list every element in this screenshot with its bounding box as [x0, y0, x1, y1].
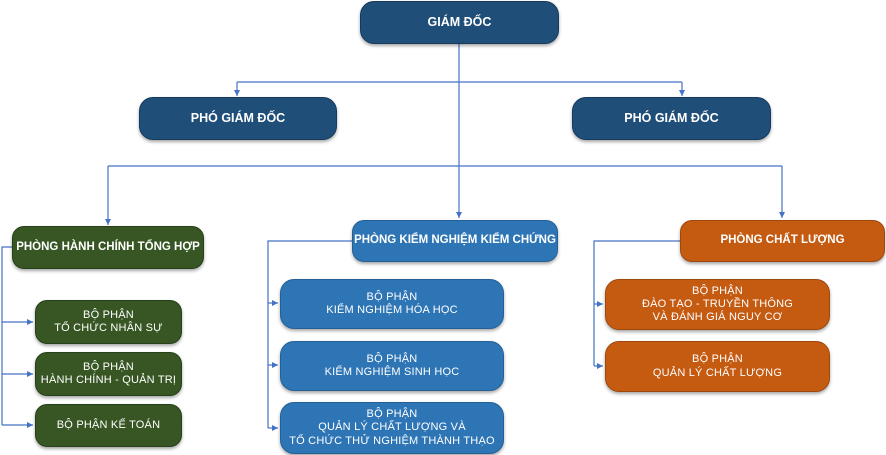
- quality-department-box: PHÒNG CHẤT LƯỢNG: [680, 220, 885, 262]
- admin-department-box: PHÒNG HÀNH CHÍNH TỔNG HỢP: [12, 226, 204, 269]
- admin-unit-administration-line1: BỘ PHẬN: [83, 360, 134, 373]
- admin-unit-personnel-line1: BỘ PHẬN: [83, 308, 134, 321]
- deputy-director-right-box: PHÓ GIÁM ĐỐC: [572, 97, 771, 140]
- testing-unit-chemistry: BỘ PHẬN KIỂM NGHIỆM HÓA HỌC: [280, 279, 504, 329]
- quality-unit-training-line2: ĐÀO TẠO - TRUYỀN THÔNG: [641, 297, 794, 310]
- testing-unit-biology-line1: BỘ PHẬN: [366, 352, 418, 365]
- testing-unit-quality-proficiency-line3: TỔ CHỨC THỬ NGHIỆM THÀNH THẠO: [289, 434, 495, 447]
- quality-unit-quality-management-line1: BỘ PHẬN: [692, 353, 743, 366]
- quality-unit-quality-management-line2: QUẢN LÝ CHẤT LƯỢNG: [652, 366, 783, 379]
- admin-department-title: PHÒNG HÀNH CHÍNH TỔNG HỢP: [16, 240, 200, 253]
- deputy-director-left-box: PHÓ GIÁM ĐỐC: [139, 97, 337, 140]
- deputy-director-left-label: PHÓ GIÁM ĐỐC: [190, 111, 286, 125]
- quality-department-title: PHÒNG CHẤT LƯỢNG: [720, 234, 845, 247]
- deputy-director-right-label: PHÓ GIÁM ĐỐC: [624, 111, 719, 125]
- director-label: GIÁM ĐỐC: [427, 15, 492, 29]
- admin-unit-accounting: BỘ PHẬN KẾ TOÁN: [35, 404, 182, 447]
- testing-unit-quality-proficiency-line2: QUẢN LÝ CHẤT LƯỢNG VÀ: [318, 421, 466, 434]
- admin-unit-accounting-line1: BỘ PHẬN KẾ TOÁN: [56, 418, 161, 431]
- admin-unit-personnel: BỘ PHẬN TỔ CHỨC NHÂN SỰ: [35, 300, 182, 344]
- director-box: GIÁM ĐỐC: [360, 1, 559, 44]
- quality-unit-training-line3: VÀ ĐÁNH GIÁ NGUY CƠ: [652, 311, 783, 324]
- admin-unit-personnel-line2: TỔ CHỨC NHÂN SỰ: [54, 322, 163, 334]
- testing-unit-biology-line2: KIỂM NGHIỆM SINH HỌC: [324, 366, 460, 378]
- connector-quality-spine: [593, 240, 680, 366]
- admin-unit-administration: BỘ PHẬN HÀNH CHÍNH - QUẢN TRỊ: [35, 352, 182, 396]
- quality-unit-quality-management: BỘ PHẬN QUẢN LÝ CHẤT LƯỢNG: [605, 341, 830, 392]
- admin-unit-administration-line2: HÀNH CHÍNH - QUẢN TRỊ: [40, 374, 177, 386]
- quality-unit-training-line1: BỘ PHẬN: [692, 284, 743, 297]
- connector-admin-spine: [1, 246, 14, 425]
- testing-department-box: PHÒNG KIỂM NGHIỆM KIỂM CHỨNG: [352, 220, 558, 262]
- testing-unit-chemistry-line1: BỘ PHẬN: [366, 290, 418, 303]
- connector-testing-spine: [267, 240, 352, 428]
- testing-department-title: PHÒNG KIỂM NGHIỆM KIỂM CHỨNG: [354, 234, 556, 247]
- testing-unit-biology: BỘ PHẬN KIỂM NGHIỆM SINH HỌC: [280, 341, 504, 391]
- testing-unit-quality-proficiency-line1: BỘ PHẬN: [366, 408, 418, 421]
- testing-unit-quality-proficiency: BỘ PHẬN QUẢN LÝ CHẤT LƯỢNG VÀ TỔ CHỨC TH…: [280, 402, 504, 454]
- testing-unit-chemistry-line2: KIỂM NGHIỆM HÓA HỌC: [326, 304, 458, 316]
- quality-unit-training: BỘ PHẬN ĐÀO TẠO - TRUYỀN THÔNG VÀ ĐÁNH G…: [605, 279, 830, 330]
